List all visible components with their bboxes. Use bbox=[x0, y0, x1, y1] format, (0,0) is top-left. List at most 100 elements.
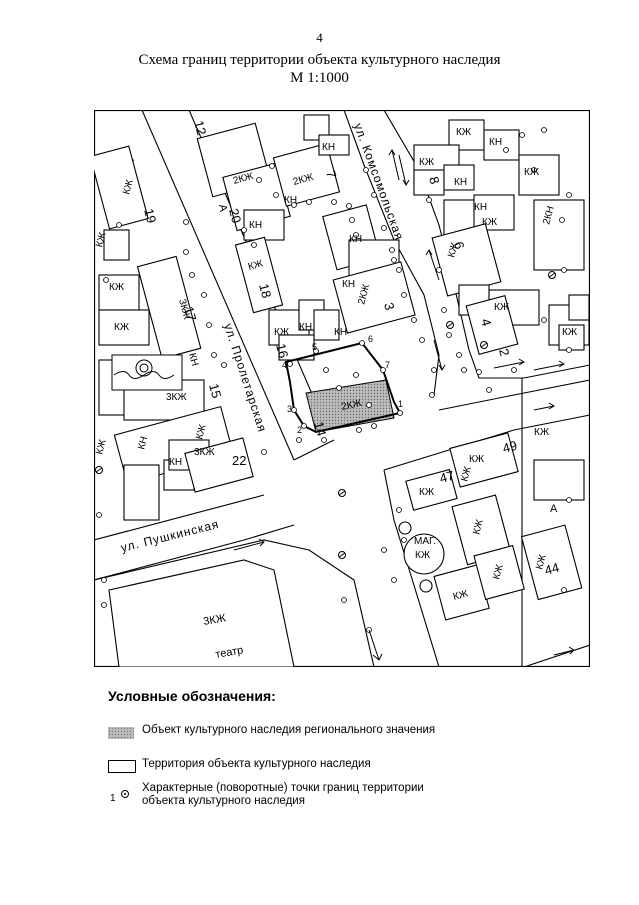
trees bbox=[96, 127, 572, 633]
legend-point-number: 1 bbox=[110, 793, 116, 804]
legend-item-heritage-territory: Территория объекта культурного наследия bbox=[142, 758, 371, 770]
label-kzh-n: КЖ bbox=[494, 302, 510, 313]
house-number-44: 44 bbox=[543, 560, 561, 578]
label-heritage-site: 2КЖ bbox=[340, 398, 363, 413]
label-kzh-i: КЖ bbox=[456, 127, 472, 138]
label-kzh-g: КЖ bbox=[194, 423, 209, 441]
site-plan-map: 2КЖ 2КЖ КН КН КН КН КН 2КЖ КЖ КЖ КН КН К… bbox=[94, 110, 590, 667]
house-number-6: 6 bbox=[451, 240, 467, 251]
legend-point-marker-icon bbox=[121, 790, 129, 798]
label-kzh-q: КЖ bbox=[469, 454, 485, 465]
map-frame bbox=[94, 110, 590, 667]
label-kzh-m: КЖ bbox=[446, 241, 461, 259]
point-number-7: 7 bbox=[385, 360, 390, 370]
label-mag: МАГ. bbox=[414, 536, 436, 547]
legend-item-boundary-points: Характерные (поворотные) точки границ те… bbox=[142, 782, 424, 807]
label-kzh-d: КЖ bbox=[94, 230, 109, 248]
house-number-2: 2 bbox=[496, 347, 512, 358]
house-number-49: 49 bbox=[501, 438, 519, 456]
fountain bbox=[111, 354, 183, 391]
label-kn-b: КН bbox=[249, 220, 262, 231]
house-number-3: 3 bbox=[381, 301, 397, 312]
label-kzh-r: КЖ bbox=[419, 487, 435, 498]
map-scale: М 1:1000 bbox=[290, 70, 349, 86]
boundary-point-numbers: 1 2 3 4 5 6 7 bbox=[282, 334, 403, 435]
label-kzh-e: КЖ bbox=[109, 282, 125, 293]
label-kn-e: КН bbox=[342, 279, 355, 290]
label-2kzh-a: 2КЖ bbox=[232, 171, 256, 187]
label-2kzh-b: 2КЖ bbox=[292, 172, 316, 188]
label-kzh-f: КЖ bbox=[114, 322, 130, 333]
house-number-20: 20 bbox=[226, 207, 244, 225]
point-number-2: 2 bbox=[297, 425, 302, 435]
legend-title: Условные обозначения: bbox=[108, 688, 276, 704]
roundabout bbox=[398, 521, 445, 593]
label-kzh-o: КЖ bbox=[562, 327, 578, 338]
label-kn-g: КН bbox=[334, 327, 347, 338]
map-title: Схема границ территории объекта культурн… bbox=[138, 52, 501, 68]
house-numbers: 12 19 20 18 16 1 7 15 22 7 3 8 6 4 2 14 4… bbox=[141, 119, 561, 578]
point-number-1: 1 bbox=[398, 399, 403, 409]
page-number: 4 bbox=[316, 30, 323, 45]
label-kzh-l: КЖ bbox=[482, 217, 498, 228]
point-number-3: 3 bbox=[287, 404, 292, 414]
boundary-points bbox=[287, 340, 403, 429]
house-number-19: 19 bbox=[141, 207, 159, 225]
label-3kzh-theater: 3КЖ bbox=[202, 612, 226, 628]
label-a-right: А bbox=[550, 503, 558, 515]
label-kzh-v: КЖ bbox=[452, 588, 470, 603]
label-2kzh-c: 2КЖ bbox=[356, 282, 372, 306]
house-number-22: 22 bbox=[232, 453, 246, 468]
label-3kzh-c: 3КЖ bbox=[194, 447, 215, 458]
label-kn-k: КН bbox=[489, 137, 502, 148]
label-kzh-c: КЖ bbox=[121, 178, 136, 196]
heritage-territory-boundary bbox=[284, 341, 402, 434]
label-kn-m: КН bbox=[474, 202, 487, 213]
label-kn-d: КН bbox=[349, 234, 362, 245]
legend-hatch-swatch bbox=[108, 727, 134, 739]
house-number-16: 16 bbox=[273, 342, 291, 360]
label-kn-a: КН bbox=[322, 142, 335, 153]
point-number-4: 4 bbox=[282, 360, 287, 370]
label-theater: театр bbox=[214, 644, 244, 661]
house-number-18: 18 bbox=[256, 282, 274, 300]
label-kzh-b: КЖ bbox=[274, 327, 290, 338]
label-kzh-p: КЖ bbox=[534, 427, 550, 438]
label-3kzh-a: 3КЖ bbox=[176, 298, 192, 322]
street-pushkinskaya: ул. Пушкинская bbox=[119, 517, 220, 555]
house-number-47: 47 bbox=[438, 468, 456, 486]
label-kzh-x: КЖ bbox=[415, 550, 431, 561]
label-a-left: А bbox=[216, 203, 229, 213]
label-kzh-j: КЖ bbox=[419, 157, 435, 168]
label-kzh-s: КЖ bbox=[459, 465, 474, 483]
label-kzh-t: КЖ bbox=[471, 518, 486, 536]
house-number-12: 12 bbox=[191, 119, 209, 137]
point-number-5: 5 bbox=[312, 342, 317, 352]
legend-boundary-swatch bbox=[108, 760, 136, 773]
traffic-signs bbox=[95, 271, 556, 559]
label-kn-l: КН bbox=[454, 177, 467, 188]
street-proletarskaya: ул. Пролетарская bbox=[221, 322, 269, 435]
house-number-8: 8 bbox=[426, 175, 442, 186]
label-kzh-k: КЖ bbox=[524, 167, 540, 178]
label-3kzh-b: 3КЖ bbox=[166, 392, 187, 403]
point-number-6: 6 bbox=[368, 334, 373, 344]
label-kn-f: КН bbox=[299, 322, 312, 333]
buildings-layer bbox=[94, 114, 590, 667]
traffic-arrows bbox=[233, 149, 575, 661]
house-number-14: 14 bbox=[311, 420, 329, 438]
label-kn-i: КН bbox=[169, 457, 182, 468]
house-number-4: 4 bbox=[478, 317, 494, 328]
label-kn-c: КН bbox=[284, 195, 297, 206]
label-kzh-u: КЖ bbox=[491, 563, 506, 581]
legend-item-heritage-object: Объект культурного наследия региональног… bbox=[142, 724, 436, 736]
house-number-15: 15 bbox=[206, 382, 224, 400]
label-kzh-a: КЖ bbox=[247, 258, 265, 273]
building-labels: 2КЖ 2КЖ КН КН КН КН КН 2КЖ КЖ КЖ КН КН К… bbox=[94, 127, 578, 661]
label-kzh-h: КЖ bbox=[94, 438, 109, 456]
label-kzh-w: КЖ bbox=[534, 553, 549, 571]
house-number-7: 7 bbox=[323, 169, 339, 180]
label-kn-j: КН bbox=[186, 352, 200, 367]
label-kn-h: КН bbox=[136, 435, 150, 450]
label-2kn: 2КН bbox=[541, 205, 556, 226]
